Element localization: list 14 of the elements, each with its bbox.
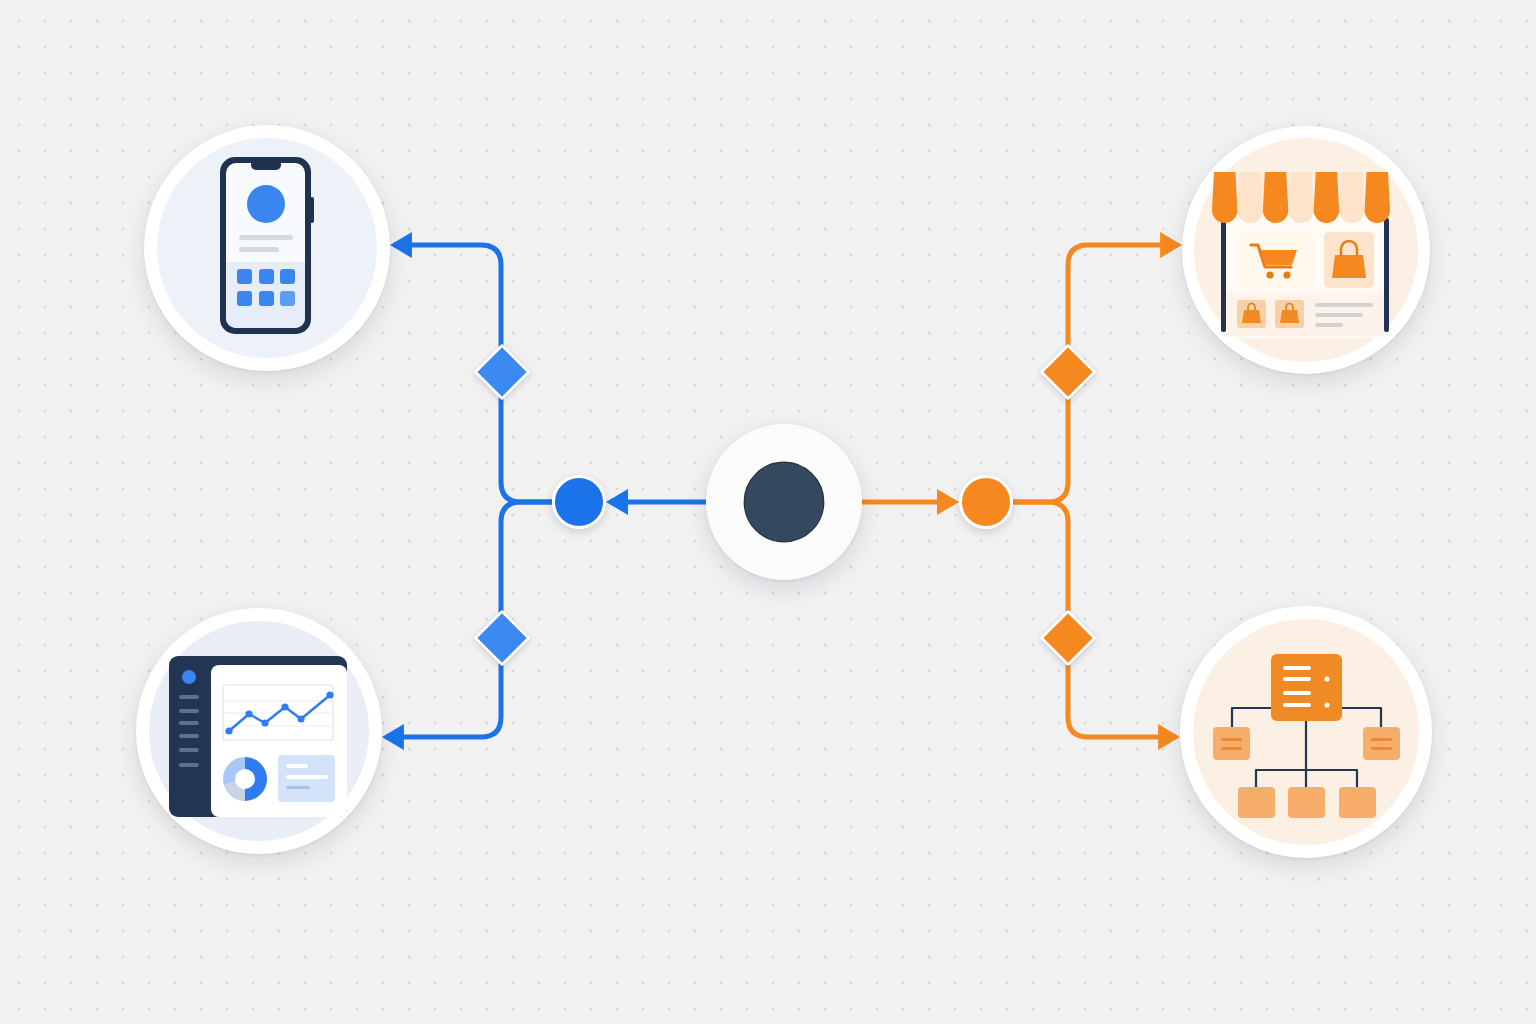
connector-arrow [862, 489, 959, 515]
junction-dot [959, 475, 1013, 529]
connector-arrow [1065, 232, 1183, 346]
connector-line [1013, 499, 1071, 612]
connector-arrow [389, 232, 504, 347]
diamond-node [1040, 344, 1096, 400]
connector-arrow [606, 489, 706, 515]
junction-dot [552, 475, 606, 529]
connector-arrow [1065, 664, 1181, 750]
diamond-node [1040, 610, 1096, 666]
connector-line [498, 499, 552, 613]
connector-arrow [381, 663, 504, 750]
diamond-node [474, 344, 530, 400]
diamond-node [474, 610, 530, 666]
